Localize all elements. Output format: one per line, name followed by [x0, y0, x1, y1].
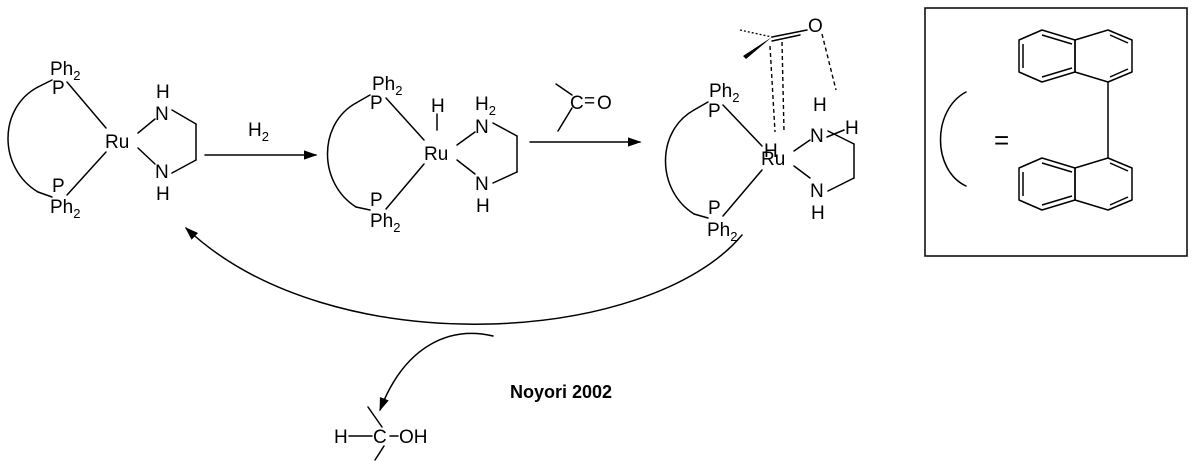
- c2-p-top: P: [370, 93, 383, 114]
- acetone-o: O: [597, 93, 612, 114]
- acetone-double-bond: =: [584, 91, 595, 112]
- c2-h-ru: H: [431, 96, 445, 117]
- c3-ru: Ru: [761, 149, 785, 170]
- c3-h-on-n: H: [813, 95, 827, 116]
- c3-n-top-h: H: [845, 118, 859, 139]
- complex-3-transition-state: O H H Ph2 P Ru N H N H P Ph2: [664, 16, 859, 244]
- reaction-arrow-acetone: C = O: [529, 83, 642, 147]
- legend-arc: [939, 91, 967, 187]
- ligand-legend-box: =: [924, 7, 1188, 257]
- scheme-caption: Noyori 2002: [510, 382, 612, 402]
- c1-ph-top: Ph2: [50, 59, 80, 83]
- product-oh: OH: [399, 427, 428, 448]
- c3-n-bot: N: [810, 181, 824, 202]
- c1-n-bot: N: [155, 162, 169, 183]
- c2-h-bot: H: [476, 196, 490, 217]
- c3-h-on-ru: H: [764, 141, 778, 162]
- legend-equals: =: [994, 125, 1009, 155]
- complex-1-backbone-arc: [7, 86, 39, 193]
- c1-ru: Ru: [105, 132, 129, 153]
- c1-p-bot: P: [52, 176, 65, 197]
- complex-1-ru-diamine: Ph2 P Ru H N N H P Ph2: [7, 59, 197, 221]
- c2-n-top: N: [475, 117, 489, 138]
- c1-h-top: H: [156, 82, 170, 103]
- complex-2-ru-hydride: Ph2 P H Ru H2 N N H P Ph2: [326, 74, 518, 235]
- c2-h2-n: H2: [475, 94, 496, 118]
- c2-ph-bot: Ph2: [370, 211, 400, 235]
- c2-p-bot: P: [370, 190, 383, 211]
- c2-ph-top: Ph2: [372, 74, 402, 98]
- acetone-c: C: [570, 93, 584, 114]
- cycle-return-arrow: [185, 227, 743, 325]
- c2-n-bot: N: [475, 174, 489, 195]
- c2-ru: Ru: [424, 144, 448, 165]
- c3-n-top: N: [810, 126, 824, 147]
- c3-o: O: [808, 16, 823, 37]
- c3-p-top: P: [708, 101, 721, 122]
- c3-p-bot: P: [708, 198, 721, 219]
- product-h: H: [334, 427, 348, 448]
- c3-ph-top: Ph2: [709, 81, 739, 105]
- c1-p-top: P: [52, 78, 65, 99]
- product-isopropanol: H C OH: [334, 406, 428, 461]
- reagent-h2: H2: [248, 120, 269, 144]
- product-c: C: [373, 427, 387, 448]
- product-release-arrow: [379, 332, 494, 412]
- c1-n-top: N: [155, 104, 169, 125]
- binaphthyl-structure: [1018, 29, 1133, 211]
- reaction-arrow-h2: H2: [204, 120, 318, 160]
- c1-ph-bot: Ph2: [50, 197, 80, 221]
- c3-h-bot: H: [811, 203, 825, 224]
- c1-h-bot: H: [156, 184, 170, 205]
- c3-ph-bot: Ph2: [707, 220, 737, 244]
